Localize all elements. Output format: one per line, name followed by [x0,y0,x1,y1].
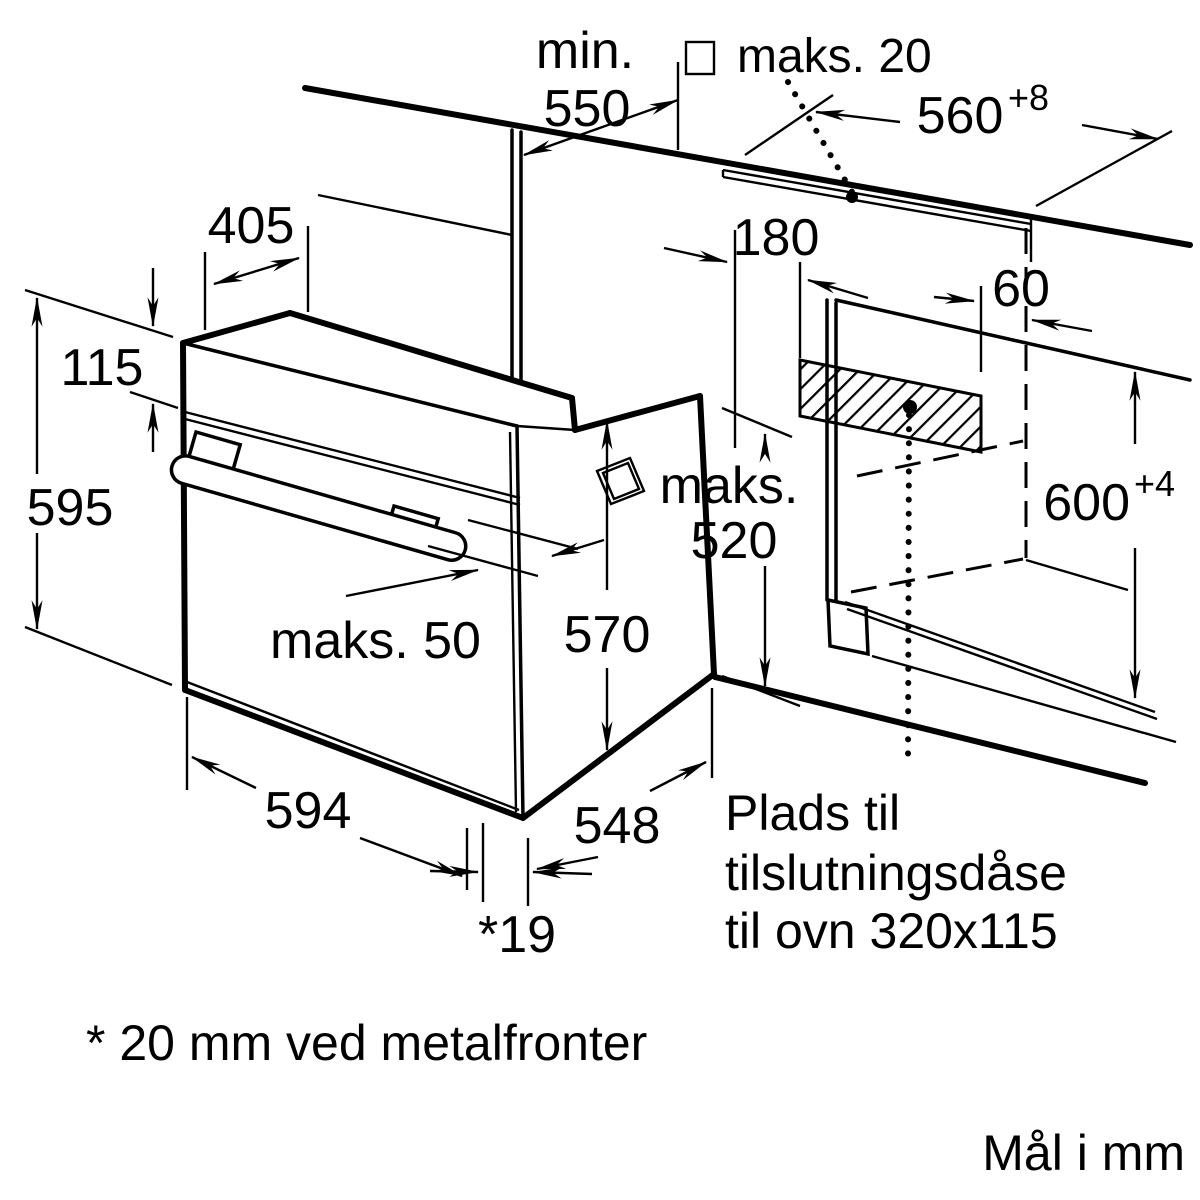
oven-outline [169,310,717,821]
dim-front-width: 594 [265,782,352,840]
dimension-lines [24,40,1173,906]
hob-connection-dot [846,191,858,203]
dim-niche-width-tolerance: +8 [1008,77,1049,118]
cabinet-structure [302,85,1193,786]
annotations: Plads til tilslutningsdåse til ovn 320x1… [86,785,1185,1181]
note-footnote: * 20 mm ved metalfronter [86,1015,647,1071]
dim-worktop-depth-prefix: min. [536,22,634,80]
dim-rear-clearance-prefix: maks. [660,457,799,515]
note-connection-box-line1: Plads til [725,785,900,841]
dimension-labels: min. 550 maks. 20 560 +8 405 115 595 180… [27,22,1175,964]
dim-worktop-depth-value: 550 [544,80,631,138]
note-connection-box-line2: tilslutningsdåse [725,845,1067,901]
dim-body-height: 570 [564,606,651,664]
connection-point-dot [903,400,917,414]
connection-box [798,358,983,454]
cable-route-dotted-line [785,79,912,768]
note-units: Mål i mm [982,1125,1185,1181]
dim-niche-height-tolerance: +4 [1134,463,1175,504]
niche-hidden-edges [850,228,1028,594]
hob-cutout-square-icon [684,40,716,76]
dim-box-back-offset: 60 [992,260,1050,318]
dim-hob-cable-label: maks. 20 [737,30,932,83]
dim-handle-clearance: maks. 50 [270,612,481,670]
dim-panel-height: 115 [61,339,144,397]
note-connection-box-line3: til ovn 320x115 [725,903,1058,959]
dim-front-height: 595 [27,479,114,537]
dim-box-side-offset: 180 [733,209,820,267]
dim-door-offset: *19 [478,906,556,964]
dim-niche-width-value: 560 [917,87,1004,145]
dim-top-recess-depth: 405 [208,197,295,255]
oven-handle [169,429,468,562]
dim-rear-clearance-value: 520 [691,512,778,570]
dim-body-depth: 548 [574,797,661,855]
dim-niche-height-value: 600 [1043,474,1130,532]
